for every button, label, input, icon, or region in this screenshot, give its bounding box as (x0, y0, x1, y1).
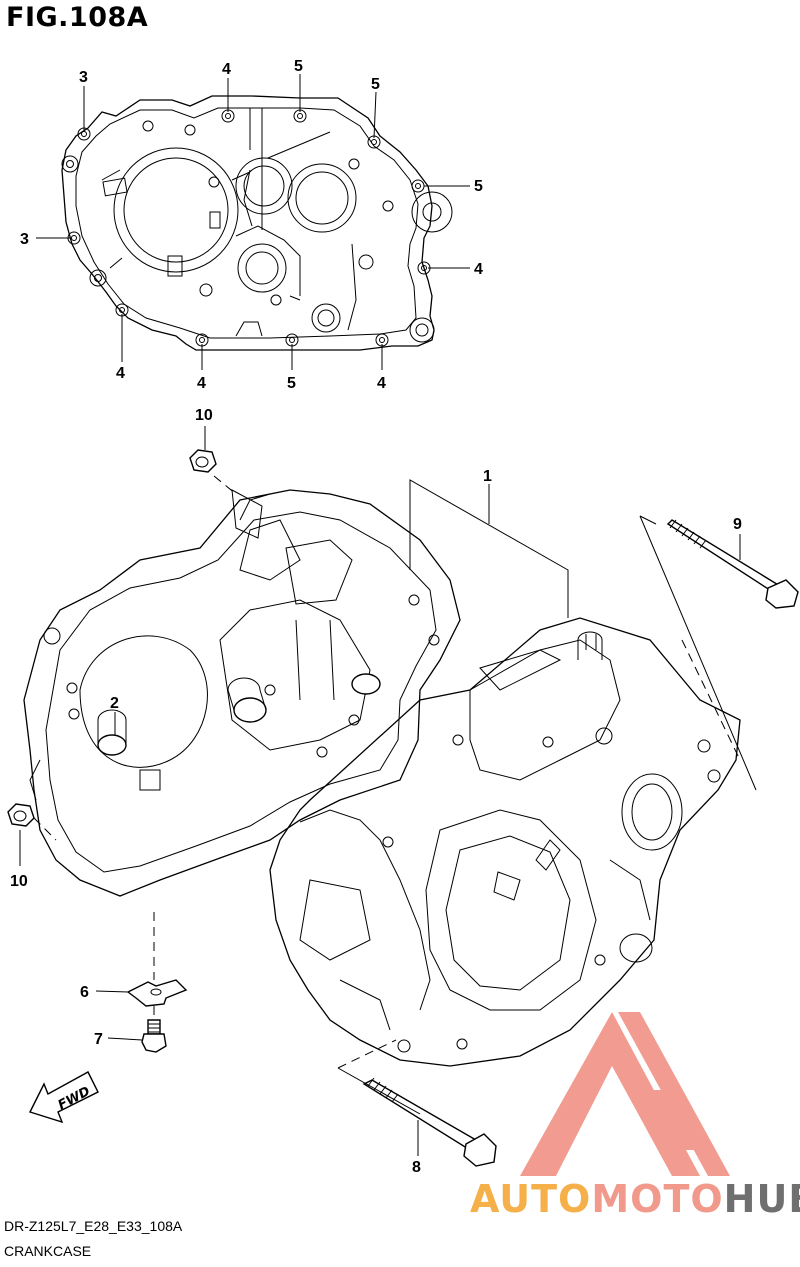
callout-part-10-top: 10 (195, 407, 213, 424)
callout-part-9: 9 (733, 516, 742, 533)
part-1-bracket (409, 479, 569, 618)
callout-4-bottom-a: 4 (116, 365, 125, 382)
callout-part-2: 2 (110, 695, 119, 712)
figure-code: DR-Z125L7_E28_E33_108A (4, 1218, 183, 1234)
nut-part-10-left (7, 803, 57, 866)
top-view-leaders (36, 74, 470, 370)
callout-part-1: 1 (483, 468, 492, 485)
nut-part-10-top (189, 426, 237, 495)
bolt-part-7 (107, 1006, 167, 1053)
callout-5-bottom: 5 (287, 375, 296, 392)
watermark-auto: AUTO (470, 1177, 591, 1221)
callout-3-top: 3 (79, 69, 88, 86)
fwd-arrow-icon: FWD (29, 1071, 99, 1124)
callout-part-10-left: 10 (10, 873, 28, 890)
automotohub-logo-icon (520, 1012, 730, 1176)
callout-4-top: 4 (222, 61, 231, 78)
crankcase-left-half (23, 489, 461, 897)
crankcase-gasket-view (61, 95, 453, 351)
watermark-moto: MOTO (591, 1177, 723, 1221)
crankcase-right-half (269, 617, 741, 1067)
callout-5-right: 5 (474, 178, 483, 195)
callout-4-bottom-b: 4 (197, 375, 206, 392)
watermark-text: AUTOMOTOHUB (470, 1177, 800, 1221)
callout-part-8: 8 (412, 1159, 421, 1176)
long-bolt-part-8 (337, 1039, 497, 1167)
callout-4-bottom-c: 4 (377, 375, 386, 392)
figure-title: FIG.108A (6, 2, 149, 33)
callout-part-6: 6 (80, 984, 89, 1001)
callout-part-7: 7 (94, 1031, 103, 1048)
figure-name: CRANKCASE (4, 1243, 92, 1259)
callout-5-top-b: 5 (371, 76, 380, 93)
long-bolt-part-9 (639, 515, 799, 791)
callout-5-top-a: 5 (294, 58, 303, 75)
clamp-part-6 (95, 912, 188, 1007)
callout-3-left: 3 (20, 231, 29, 248)
callout-4-right: 4 (474, 261, 483, 278)
watermark-hub: HUB (724, 1177, 800, 1221)
